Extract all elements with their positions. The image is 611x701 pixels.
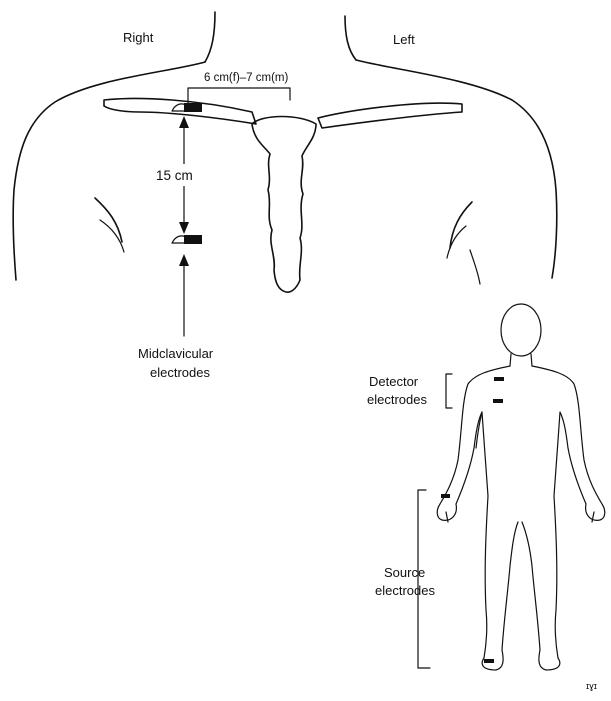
clavicles [104, 99, 462, 129]
figure-outline-left [437, 366, 518, 670]
right-side-label: Right [123, 30, 154, 45]
left-side-label: Left [393, 32, 415, 47]
detector-label-line1: Detector [369, 374, 419, 389]
source-electrode-ankle [484, 659, 494, 663]
body-figure [437, 304, 605, 670]
arrow-down-head [179, 222, 189, 234]
arrow-up-head [179, 116, 189, 128]
torso-outline [13, 12, 557, 284]
sternum [252, 117, 316, 293]
midclavicular-label-line2: electrodes [150, 365, 210, 380]
midclavicular-label-line1: Midclavicular [138, 346, 214, 361]
armpit-left-fold [447, 226, 466, 258]
chest-fold-left [470, 250, 480, 284]
distance-label: 15 cm [156, 168, 193, 183]
source-electrode-wrist [441, 494, 450, 498]
detector-label-line2: electrodes [367, 392, 427, 407]
midclavicular-pointer [179, 254, 189, 336]
shoulder-left [356, 60, 557, 278]
spacing-label: 6 cm(f)–7 cm(m) [204, 72, 289, 84]
detector-electrode-upper [494, 377, 504, 381]
corner-mark: ɪɣɪ [586, 681, 597, 691]
detector-bracket [446, 374, 452, 408]
armpit-right [95, 198, 122, 242]
clavicle-left [318, 103, 462, 128]
source-label-line1: Source [384, 565, 425, 580]
neck-right-line [205, 12, 215, 62]
figure-head [501, 304, 541, 356]
source-label-line2: electrodes [375, 583, 435, 598]
lower-midclavicular-electrode [172, 235, 202, 244]
neck-left-line [345, 16, 356, 60]
spacing-bracket: 6 cm(f)–7 cm(m) [188, 72, 290, 106]
detector-electrode-lower [493, 399, 503, 403]
upper-midclavicular-electrode [172, 103, 202, 112]
